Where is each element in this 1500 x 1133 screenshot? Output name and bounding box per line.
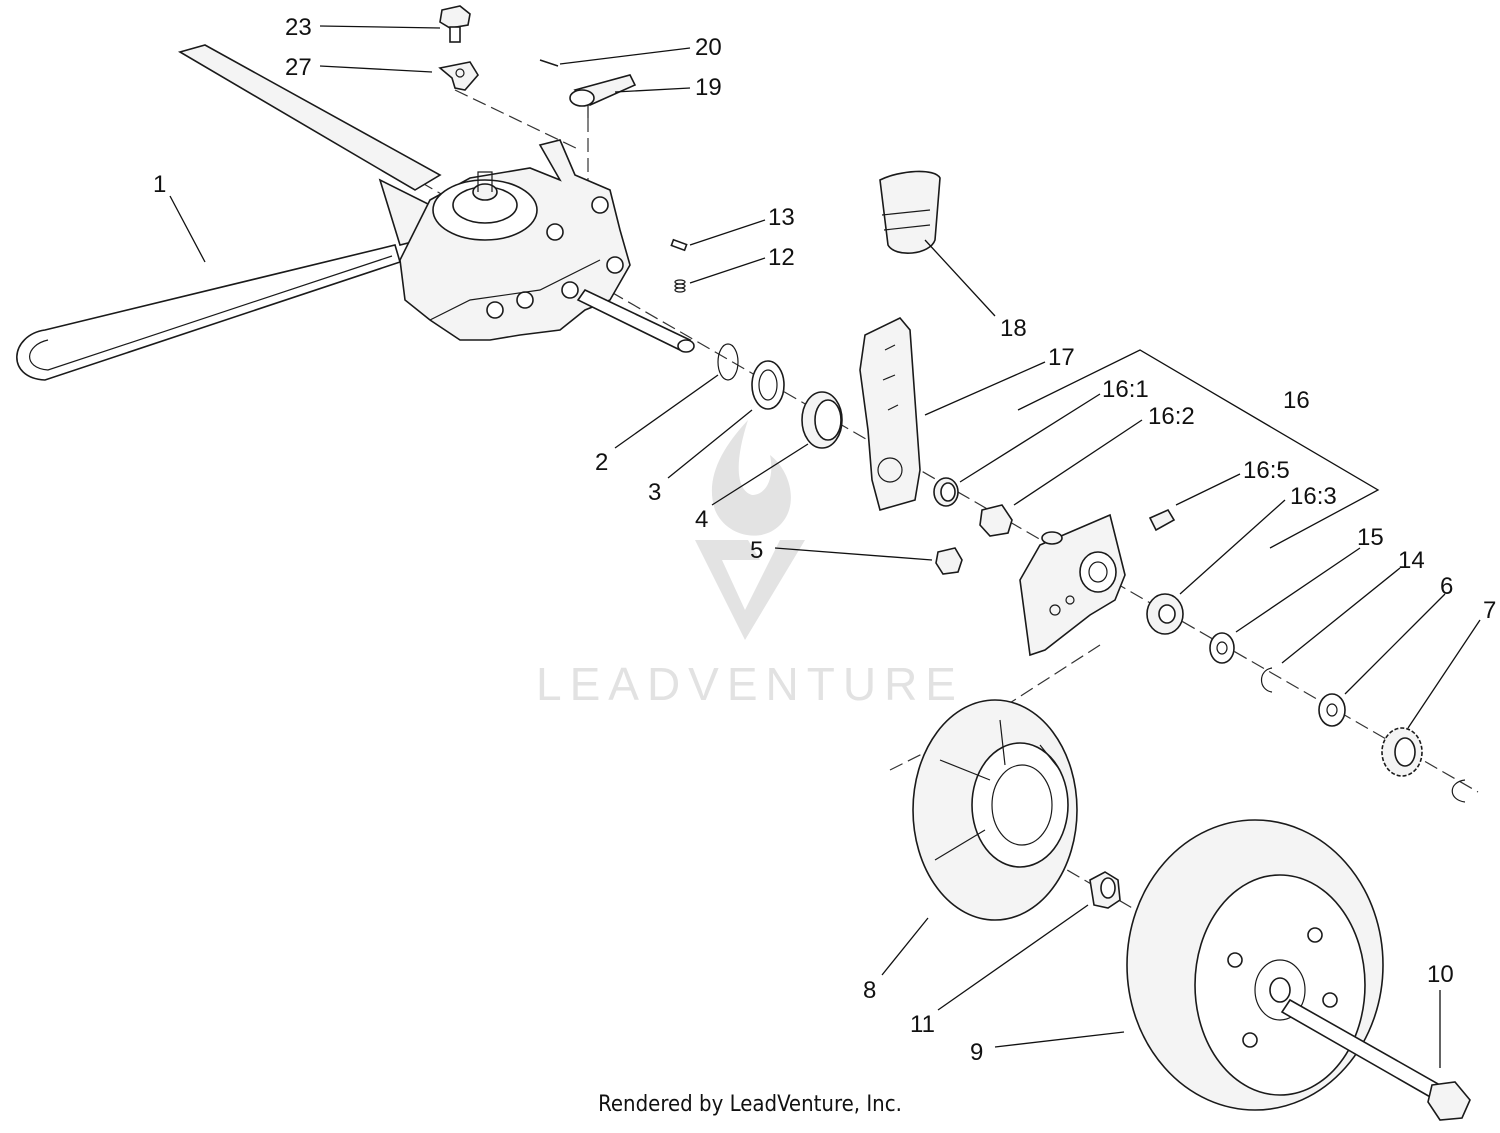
callout-20: 20 xyxy=(695,34,722,61)
transmission xyxy=(399,139,631,341)
retaining-ring-2 xyxy=(717,343,739,381)
watermark-brand: LEADVENTURE xyxy=(536,658,964,710)
callout-13: 13 xyxy=(768,204,795,231)
callout-16-3: 16:3 xyxy=(1290,483,1337,510)
output-shaft xyxy=(576,288,692,351)
stud-16-5 xyxy=(1148,508,1176,532)
callout-11: 11 xyxy=(910,1011,935,1038)
gear-7 xyxy=(1381,727,1423,777)
bushing-4 xyxy=(801,391,843,449)
axle-shaft-end xyxy=(177,44,442,191)
drive-belt xyxy=(16,244,401,381)
bushing-16-2 xyxy=(979,504,1013,537)
washer-16-3 xyxy=(1146,593,1184,635)
output-shaft-end xyxy=(677,339,695,353)
watermark-logo-icon xyxy=(695,420,805,640)
callout-5: 5 xyxy=(750,537,763,564)
leader-lines xyxy=(169,25,1481,1068)
height-lever-17 xyxy=(859,317,921,511)
drive-belt-inner xyxy=(29,255,393,371)
callout-23: 23 xyxy=(285,14,312,41)
callout-15: 15 xyxy=(1357,524,1384,551)
bolt-23 xyxy=(439,5,471,43)
callout-16-5: 16:5 xyxy=(1243,457,1290,484)
bearing-16-1 xyxy=(933,477,959,507)
callout-19: 19 xyxy=(695,74,722,101)
callout-12: 12 xyxy=(768,244,795,271)
callout-7: 7 xyxy=(1483,597,1496,624)
spring-12 xyxy=(674,279,686,293)
callout-17: 17 xyxy=(1048,344,1075,371)
nut-5 xyxy=(935,547,963,575)
washer-15 xyxy=(1209,632,1235,664)
bracket-to-wheel-line xyxy=(959,644,1101,736)
bracket-16 xyxy=(1019,513,1126,657)
wheel-cover-8 xyxy=(912,699,1078,921)
callout-4: 4 xyxy=(695,506,708,533)
clip-27 xyxy=(438,61,479,91)
pin-20 xyxy=(539,59,559,67)
callout-14: 14 xyxy=(1398,547,1425,574)
callout-27: 27 xyxy=(285,54,312,81)
callout-9: 9 xyxy=(970,1039,983,1066)
callout-16: 16 xyxy=(1283,387,1310,414)
callout-16-2: 16:2 xyxy=(1148,403,1195,430)
washer-6 xyxy=(1318,693,1346,727)
pin-13 xyxy=(670,238,688,252)
footer-credit: Rendered by LeadVenture, Inc. xyxy=(598,1092,902,1117)
e-clip-14 xyxy=(1260,667,1273,693)
lever-19 xyxy=(569,74,637,118)
callout-6: 6 xyxy=(1440,573,1453,600)
callout-2: 2 xyxy=(595,449,608,476)
callout-10: 10 xyxy=(1427,961,1454,988)
callout-8: 8 xyxy=(863,977,876,1004)
callout-18: 18 xyxy=(1000,315,1027,342)
callout-16-1: 16:1 xyxy=(1102,376,1149,403)
callout-1: 1 xyxy=(153,171,166,198)
group-16-bracket xyxy=(1017,349,1380,549)
wheel-9 xyxy=(1126,819,1384,1111)
upper-axis-line xyxy=(454,89,581,151)
bushing-11 xyxy=(1089,871,1121,909)
washer-3 xyxy=(751,360,785,410)
bolt-10 xyxy=(1280,998,1471,1121)
callout-3: 3 xyxy=(648,479,661,506)
end-clip xyxy=(1451,779,1466,803)
